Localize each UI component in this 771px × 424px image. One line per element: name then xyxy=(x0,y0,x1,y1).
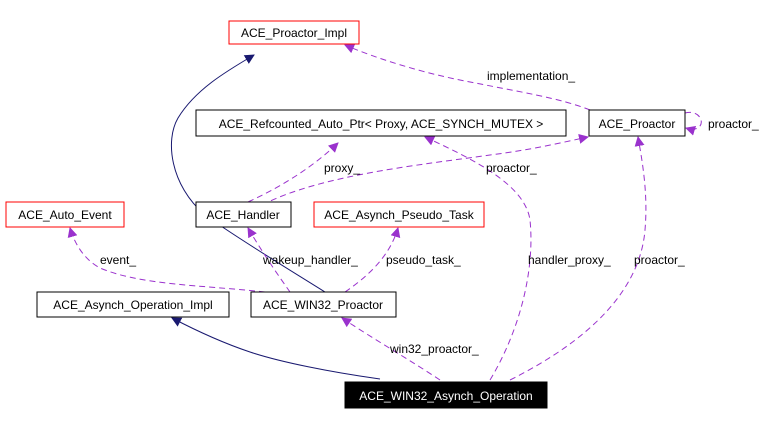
edge-handler-to-refcounted xyxy=(247,142,339,203)
node-asynch-operation-impl[interactable]: ACE_Asynch_Operation_Impl xyxy=(36,291,230,318)
edge-label-proxy: proxy_ xyxy=(324,161,360,175)
node-refcounted-auto-ptr[interactable]: ACE_Refcounted_Auto_Ptr< Proxy, ACE_SYNC… xyxy=(195,109,567,137)
edge-proactor-to-proactor-impl xyxy=(344,43,591,111)
edge-label-event: event_ xyxy=(100,253,136,267)
edge-label-win32-proactor: win32_proactor_ xyxy=(389,342,479,356)
svg-text:ACE_Proactor_Impl: ACE_Proactor_Impl xyxy=(241,26,347,40)
edge-win32-proactor-to-auto-event xyxy=(67,227,266,293)
edge-win32-proactor-to-pseudo-task xyxy=(344,227,401,293)
node-win32-asynch-operation[interactable]: ACE_WIN32_Asynch_Operation xyxy=(344,381,548,409)
node-proactor[interactable]: ACE_Proactor xyxy=(588,109,686,137)
svg-text:ACE_Proactor: ACE_Proactor xyxy=(599,117,676,131)
edge-label-proactor-self: proactor_ xyxy=(708,117,759,131)
edge-asynch-op-to-win32-proactor xyxy=(341,317,441,381)
svg-text:ACE_Refcounted_Auto_Ptr< Proxy: ACE_Refcounted_Auto_Ptr< Proxy, ACE_SYNC… xyxy=(219,117,544,131)
edge-proactor-self xyxy=(684,111,702,136)
node-asynch-pseudo-task[interactable]: ACE_Asynch_Pseudo_Task xyxy=(313,201,485,228)
node-win32-proactor[interactable]: ACE_WIN32_Proactor xyxy=(250,291,397,318)
edge-label-proactor-handler: proactor_ xyxy=(486,161,537,175)
svg-text:ACE_WIN32_Proactor: ACE_WIN32_Proactor xyxy=(263,298,383,312)
edge-label-wakeup-handler: wakeup_handler_ xyxy=(262,253,358,267)
svg-text:ACE_WIN32_Asynch_Operation: ACE_WIN32_Asynch_Operation xyxy=(359,389,532,403)
edge-win32-proactor-to-handler xyxy=(247,227,291,293)
svg-text:ACE_Asynch_Pseudo_Task: ACE_Asynch_Pseudo_Task xyxy=(324,208,474,222)
edge-asynch-op-to-proactor xyxy=(509,136,647,381)
svg-text:ACE_Auto_Event: ACE_Auto_Event xyxy=(18,208,112,222)
edge-label-handler-proxy: handler_proxy_ xyxy=(528,253,611,267)
node-handler[interactable]: ACE_Handler xyxy=(195,201,292,228)
edge-label-proactor-op: proactor_ xyxy=(634,253,685,267)
node-proactor-impl[interactable]: ACE_Proactor_Impl xyxy=(228,20,360,45)
edge-win32-proactor-to-proactor-impl xyxy=(171,54,326,293)
edge-handler-to-proactor xyxy=(261,133,589,206)
node-auto-event[interactable]: ACE_Auto_Event xyxy=(5,201,125,228)
edge-label-pseudo-task: pseudo_task_ xyxy=(386,253,461,267)
svg-text:ACE_Asynch_Operation_Impl: ACE_Asynch_Operation_Impl xyxy=(53,298,212,312)
edge-label-implementation: implementation_ xyxy=(487,69,575,83)
edge-asynch-op-to-refcounted xyxy=(424,136,532,381)
svg-text:ACE_Handler: ACE_Handler xyxy=(206,208,279,222)
edge-asynch-op-to-asynch-op-impl xyxy=(171,317,381,380)
